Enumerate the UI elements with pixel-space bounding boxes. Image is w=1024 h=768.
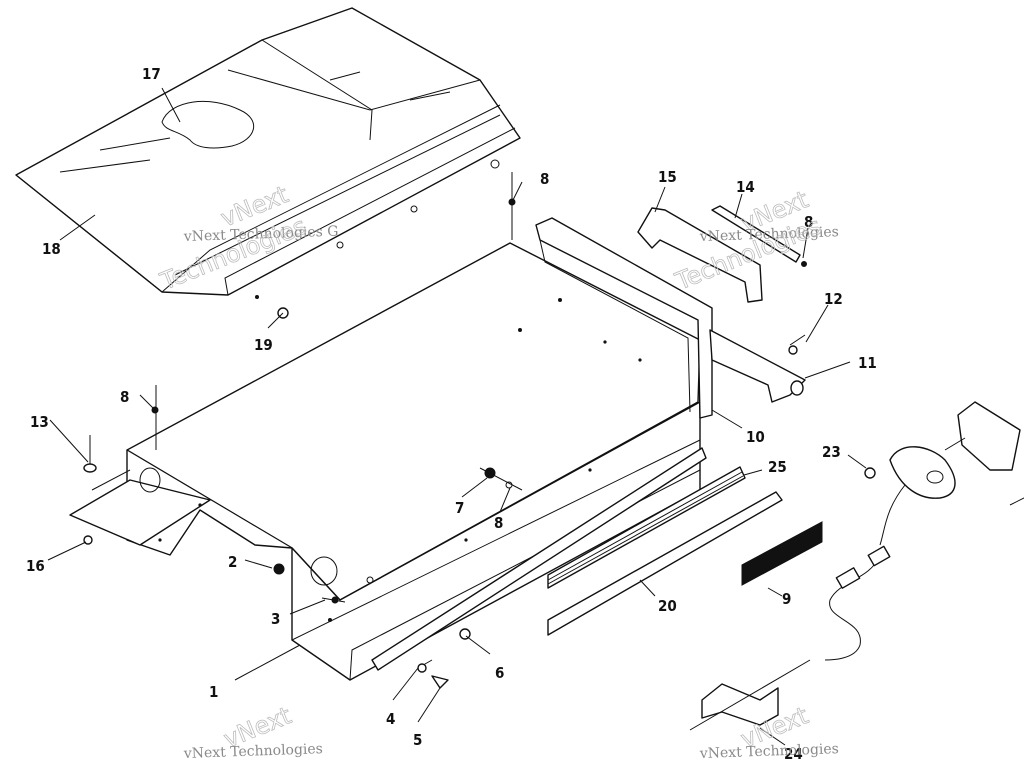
callout-5: 5: [413, 731, 422, 749]
callout-19: 19: [254, 336, 273, 354]
opening-part-17: [161, 100, 255, 149]
rail-part-25: [547, 466, 746, 589]
callout-9: 9: [782, 590, 791, 608]
callout-17: 17: [142, 65, 161, 83]
clip-part-24: [689, 659, 811, 731]
leader-lines: [47, 87, 867, 746]
callout-11: 11: [858, 354, 877, 372]
callout-23: 23: [822, 443, 841, 461]
callout-15: 15: [658, 168, 677, 186]
top-cover-part-18: [15, 7, 521, 299]
callout-1: 1: [209, 683, 218, 701]
callout-10: 10: [746, 428, 765, 446]
callout-7: 7: [455, 499, 464, 517]
callout-8-right: 8: [804, 213, 813, 231]
rear-bracket-part-10: [535, 217, 713, 419]
callout-24: 24: [784, 745, 803, 763]
callout-20: 20: [658, 597, 677, 615]
callout-4: 4: [386, 710, 395, 728]
callout-16: 16: [26, 557, 45, 575]
callout-8-left: 8: [120, 388, 129, 406]
callout-25: 25: [768, 458, 787, 476]
rod-along-housing: [371, 447, 707, 671]
callout-13: 13: [30, 413, 49, 431]
housing-part-1: [69, 242, 701, 681]
callout-labels: 1 2 3 4 5 6 7 8 8 8 8 9 10 11 12 13 14 1…: [26, 65, 877, 763]
rail-part-20: [547, 491, 783, 636]
hinge-plate-part-11: [709, 329, 806, 403]
watermark-company-top-right: vNext Technologies: [699, 224, 840, 245]
watermark-company-top-left: vNext Technologies G: [183, 224, 339, 245]
callout-18: 18: [42, 240, 61, 258]
strip-part-14: [711, 205, 801, 263]
callout-12: 12: [824, 290, 843, 308]
callout-6: 6: [495, 664, 504, 682]
callout-8-top: 8: [540, 170, 549, 188]
watermark-company-bottom-right: vNext Technologies: [699, 741, 840, 762]
pad-part-9: [741, 521, 823, 586]
lamp-assembly: [824, 401, 1021, 661]
callout-2: 2: [228, 553, 237, 571]
callout-8-front: 8: [494, 514, 503, 532]
handle-part-15: [637, 207, 763, 303]
callout-3: 3: [271, 610, 280, 628]
watermark-company-bottom-left: vNext Technologies: [183, 741, 324, 762]
housing-holes: [158, 298, 642, 622]
callout-14: 14: [736, 178, 755, 196]
